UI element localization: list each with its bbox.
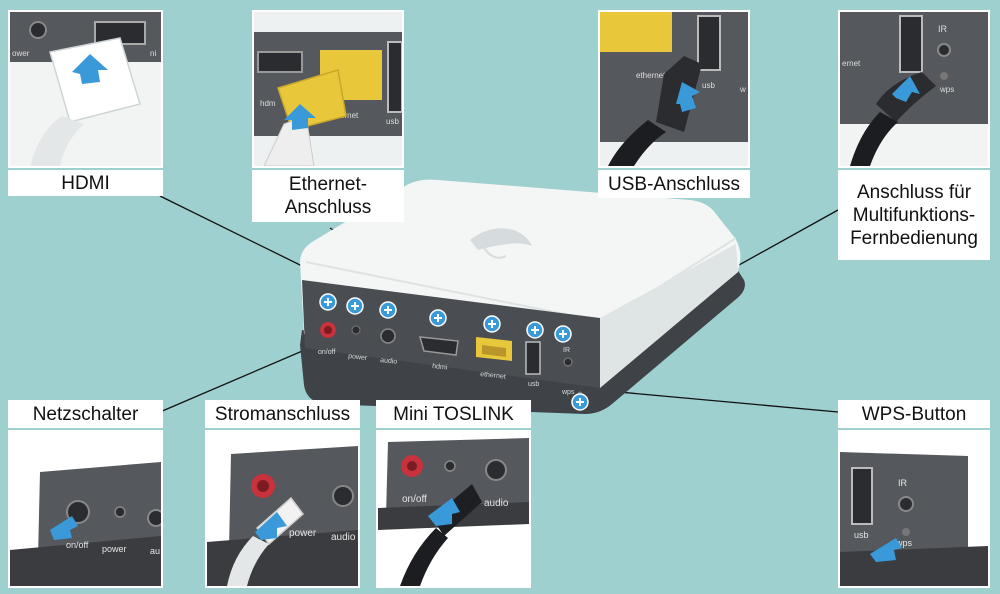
hdmi-port — [418, 336, 459, 356]
closeup-text: power — [102, 544, 127, 554]
label-wps: WPS-Button — [838, 400, 990, 428]
power-port — [351, 325, 361, 335]
closeup-text: power — [289, 528, 317, 539]
label-remote: Anschluss für Multifunktions- Fernbedien… — [838, 170, 990, 260]
plus-markers — [319, 293, 589, 411]
plus-circle-icon[interactable] — [483, 315, 501, 333]
closeup-text: hdm — [260, 99, 276, 108]
blue-arrow-icon — [892, 76, 920, 102]
photo-hdmi: ower ni — [8, 10, 163, 168]
photo-power-port: power audio — [205, 430, 360, 588]
port-label-ir: IR — [563, 347, 570, 354]
ir-port — [563, 357, 573, 367]
label-text: Mini TOSLINK — [393, 403, 514, 425]
closeup-text: usb — [702, 81, 715, 90]
port-label-wps: wps — [561, 389, 575, 396]
plus-circle-icon[interactable] — [379, 301, 397, 319]
bird-logo-icon — [470, 228, 532, 259]
label-text: Fernbedienung — [850, 227, 978, 249]
closeup-text: on/off — [66, 540, 89, 550]
closeup-text: ni — [150, 49, 156, 58]
blue-arrow-icon — [72, 54, 108, 84]
label-text: USB-Anschluss — [608, 173, 740, 195]
label-text: Ethernet- — [288, 174, 368, 195]
closeup-text: IR — [938, 24, 948, 34]
blue-arrow-icon — [676, 82, 700, 112]
label-text: Anschluss für — [856, 181, 972, 203]
label-toslink: Mini TOSLINK — [376, 400, 531, 428]
blue-arrow-icon — [428, 498, 460, 526]
port-label-usb: usb — [528, 381, 539, 388]
blue-arrow-icon — [284, 104, 316, 130]
photo-remote: IR ernet wps — [838, 10, 990, 168]
port-label-ethernet: ethernet — [480, 371, 506, 381]
closeup-text: IR — [898, 478, 908, 488]
photo-power-switch: on/off power au — [8, 430, 163, 588]
label-text: Netzschalter — [32, 403, 139, 425]
plus-circle-icon[interactable] — [429, 309, 447, 327]
photo-usb: ethernet usb w — [598, 10, 750, 168]
blue-arrow-icon — [255, 512, 287, 540]
closeup-text: ernet — [842, 59, 861, 68]
label-text: Stromanschluss — [214, 403, 351, 425]
plus-circle-icon[interactable] — [554, 325, 572, 343]
closeup-text: w — [739, 85, 746, 94]
label-text: Anschluss — [284, 197, 372, 218]
closeup-text: audio — [484, 498, 509, 509]
label-text: HDMI — [61, 172, 110, 194]
closeup-text: ernet — [340, 111, 359, 120]
leader-power-switch — [159, 339, 329, 413]
closeup-text: audio — [331, 532, 356, 543]
blue-arrow-icon — [870, 538, 902, 562]
closeup-text: wps — [895, 538, 913, 548]
closeup-text: ethernet — [636, 71, 666, 80]
audio-port — [380, 328, 396, 344]
closeup-text: au — [150, 546, 160, 556]
photo-wps: IR usb wps — [838, 430, 990, 588]
photo-toslink: on/off audio — [376, 430, 531, 588]
label-text: WPS-Button — [861, 403, 967, 425]
label-usb: USB-Anschluss — [598, 170, 750, 198]
port-label-hdmi: hdmi — [432, 363, 448, 372]
closeup-text: usb — [854, 530, 869, 540]
closeup-text: ower — [12, 49, 30, 58]
plus-circle-icon[interactable] — [346, 297, 364, 315]
usb-port — [525, 341, 541, 375]
closeup-text: on/off — [402, 494, 427, 505]
blue-arrow-icon — [50, 516, 78, 540]
photo-ethernet: hdm ernet usb — [252, 10, 404, 168]
label-power-port: Stromanschluss — [205, 400, 360, 428]
port-label-power: power — [348, 353, 368, 362]
label-ethernet: Ethernet- Anschluss — [252, 170, 404, 222]
port-label-onoff: on/off — [318, 349, 335, 356]
label-hdmi: HDMI — [8, 170, 163, 196]
device-body: on/off power audio hdmi ethernet usb IR … — [300, 179, 745, 414]
closeup-text: usb — [386, 117, 399, 126]
plus-circle-icon[interactable] — [526, 321, 544, 339]
plus-circle-icon[interactable] — [571, 393, 589, 411]
plus-circle-icon[interactable] — [319, 293, 337, 311]
port-label-audio: audio — [380, 357, 398, 366]
label-text: Multifunktions- — [852, 204, 976, 226]
closeup-text: wps — [939, 85, 954, 94]
label-power-switch: Netzschalter — [8, 400, 163, 428]
